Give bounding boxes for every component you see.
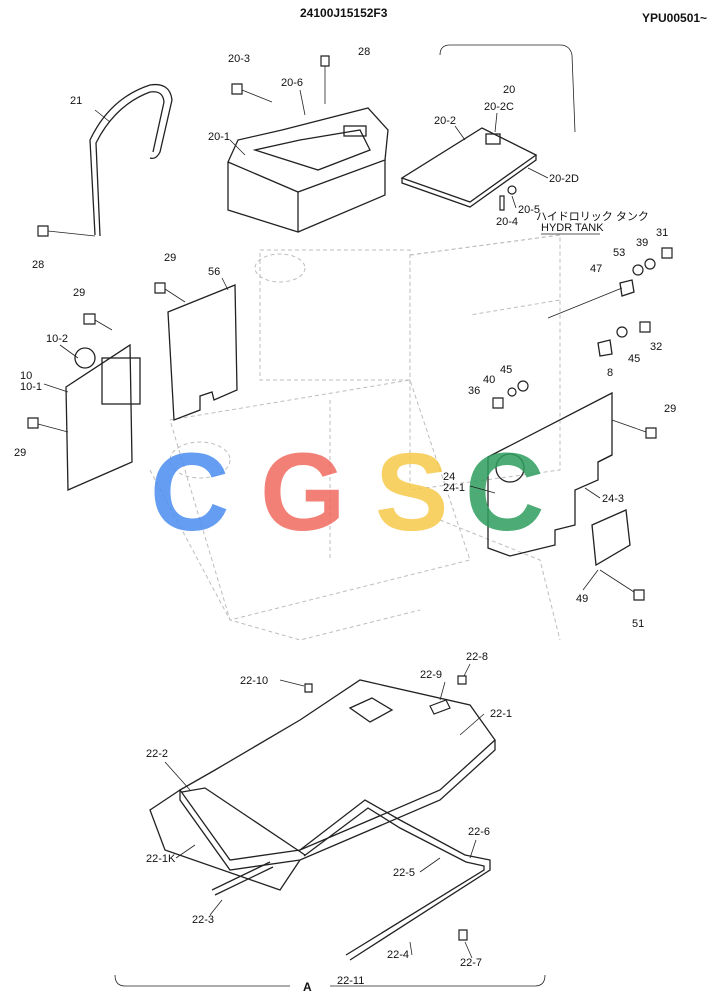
callout-21: 21 [70, 95, 82, 107]
callout-20-2: 20-2 [434, 115, 456, 127]
right-side-panel [487, 391, 613, 557]
group-bracket-20 [439, 44, 576, 133]
callout-20-5: 20-5 [518, 204, 540, 216]
callout-22-11: 22-11 [337, 975, 364, 987]
callout-29c: 29 [664, 403, 676, 415]
callout-22-3: 22-3 [192, 914, 214, 926]
leader-lines [43, 89, 601, 959]
battery-box [227, 107, 389, 233]
callout-22-1k: 22-1K [146, 853, 176, 865]
callout-20: 20 [503, 84, 515, 96]
callout-51: 51 [632, 618, 644, 630]
callout-20-2d: 20-2D [549, 173, 579, 185]
callout-29b: 29 [73, 287, 85, 299]
stay-and-bracket [547, 279, 635, 357]
callout-22-6: 22-6 [468, 826, 490, 838]
callout-22-7: 22-7 [460, 957, 482, 969]
callout-22-10: 22-10 [240, 675, 268, 687]
callout-49: 49 [576, 593, 588, 605]
callout-24: 24 [443, 471, 455, 483]
callout-31: 31 [656, 227, 668, 239]
watermark-letter-c1: C [150, 431, 229, 554]
watermark-letter-g: G [260, 431, 346, 554]
callout-45b: 45 [500, 364, 512, 376]
callout-56: 56 [208, 266, 220, 278]
floor-mat-assembly [149, 679, 496, 891]
callout-47: 47 [590, 263, 602, 275]
callout-10: 10 [20, 370, 32, 382]
callout-20-2c: 20-2C [484, 101, 514, 113]
handrail [89, 83, 173, 237]
callout-29a: 29 [164, 252, 176, 264]
callout-10-2: 10-2 [46, 333, 68, 345]
callout-22-5: 22-5 [393, 867, 415, 879]
watermark-letter-c2: C [465, 431, 544, 554]
callout-22-4: 22-4 [387, 949, 409, 961]
group-bracket-a [114, 974, 546, 987]
bracket-panel [167, 284, 238, 421]
callout-45a: 45 [628, 353, 640, 365]
fasteners [27, 55, 673, 601]
hydr-tank-label-jp: ハイドロリック タンク [536, 210, 649, 223]
small-cover [591, 509, 631, 567]
callout-39: 39 [636, 237, 648, 249]
callout-24-3: 24-3 [602, 493, 624, 505]
callout-28a: 28 [358, 46, 370, 58]
frame-rods [211, 675, 491, 961]
group-label-a: A [303, 980, 312, 994]
callout-24-1: 24-1 [443, 482, 465, 494]
battery-cover [400, 127, 538, 208]
callout-22-1: 22-1 [490, 708, 512, 720]
callout-10-1: 10-1 [20, 381, 42, 393]
callout-22-9: 22-9 [420, 669, 442, 681]
callout-labels: 28 20-3 20-6 20 20-2C 21 20-1 20-2 20-2D… [14, 46, 676, 994]
serial-range: YPU00501~ [642, 11, 707, 25]
callout-36: 36 [468, 385, 480, 397]
hydr-tank-label-en: HYDR TANK [541, 222, 604, 234]
left-side-panel [65, 343, 141, 491]
callout-29d: 29 [14, 447, 26, 459]
callout-8: 8 [607, 367, 613, 379]
callout-22-8: 22-8 [466, 651, 488, 663]
callout-22-2: 22-2 [146, 748, 168, 760]
callout-53: 53 [613, 247, 625, 259]
callout-40: 40 [483, 374, 495, 386]
watermark-letter-s: S [375, 431, 448, 554]
callout-32: 32 [650, 341, 662, 353]
callout-20-3: 20-3 [228, 53, 250, 65]
hydraulic-tank [409, 234, 561, 316]
callout-20-4: 20-4 [496, 216, 518, 228]
watermark: C G S C [150, 431, 544, 554]
callout-20-1: 20-1 [208, 131, 230, 143]
callout-20-6: 20-6 [281, 77, 303, 89]
drawing-code: 24100J15152F3 [300, 6, 388, 20]
callout-28b: 28 [32, 259, 44, 271]
